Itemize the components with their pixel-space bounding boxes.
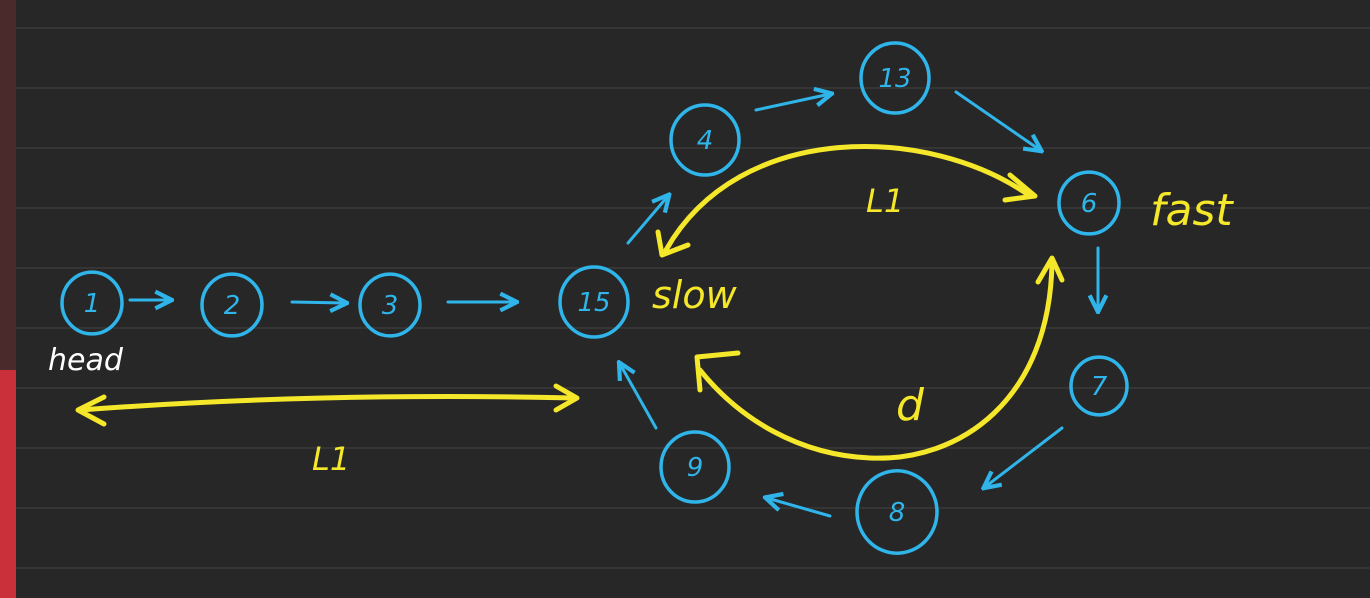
- node-15: 15: [558, 265, 630, 339]
- node-label: 15: [577, 288, 610, 318]
- node-circle: [855, 469, 939, 555]
- node-label: 1: [84, 289, 101, 319]
- edge-13-6: [954, 90, 1040, 150]
- node-label: 2: [224, 291, 241, 321]
- node-circle: [558, 265, 630, 339]
- node-label: 3: [382, 291, 399, 321]
- node-circle: [659, 430, 731, 504]
- node-label: 6: [1081, 189, 1098, 219]
- l1-arrow-right-head: [553, 383, 580, 413]
- annotations: [75, 144, 1065, 461]
- node-circle: [200, 272, 264, 338]
- head-label: head: [48, 343, 124, 378]
- slow-label: slow: [652, 273, 738, 317]
- list-edges: [128, 90, 1098, 518]
- node-9: 9: [659, 430, 731, 504]
- node-circle: [60, 270, 124, 336]
- node-2: 2: [200, 272, 264, 338]
- l1-top-arc-head-right: [1002, 172, 1038, 203]
- node-circle: [1069, 355, 1129, 417]
- node-label: 4: [697, 126, 714, 156]
- edge-4-13: [754, 94, 830, 112]
- left-edge-red-strip: [0, 370, 16, 598]
- d-arc-head-bottom: [694, 350, 741, 393]
- node-13: 13: [859, 41, 931, 115]
- node-label: 8: [889, 498, 906, 528]
- d-label: d: [896, 380, 925, 431]
- node-8: 8: [855, 469, 939, 555]
- node-label: 7: [1091, 372, 1108, 402]
- node-label: 13: [878, 64, 911, 94]
- d-arc-head-top: [1035, 255, 1065, 285]
- node-6: 6: [1057, 170, 1121, 236]
- node-4: 4: [669, 103, 741, 177]
- ruled-lines: [16, 27, 1370, 569]
- node-1: 1: [60, 270, 124, 336]
- l1-top-label: L1: [866, 182, 904, 220]
- node-layer: 1 2 3 15 4 13 6 7 8 9: [60, 41, 1129, 555]
- node-7: 7: [1069, 355, 1129, 417]
- node-circle: [669, 103, 741, 177]
- edge-7-8: [985, 426, 1064, 487]
- fast-label: fast: [1150, 185, 1234, 236]
- node-circle: [358, 272, 422, 338]
- l1-arrow-left-head: [75, 394, 107, 427]
- edge-2-3: [290, 302, 345, 303]
- edge-9-15: [620, 364, 658, 430]
- l1-double-arrow: [77, 394, 578, 413]
- edge-8-9: [767, 498, 832, 518]
- node-circle: [1057, 170, 1121, 236]
- node-3: 3: [358, 272, 422, 338]
- d-arc: [697, 259, 1055, 461]
- edge-15-4: [626, 196, 668, 245]
- l1-top-arc-head-left: [655, 229, 691, 258]
- l1-top-arc: [663, 144, 1033, 253]
- node-label: 9: [687, 453, 704, 483]
- l1-bottom-label: L1: [312, 440, 350, 478]
- node-circle: [859, 41, 931, 115]
